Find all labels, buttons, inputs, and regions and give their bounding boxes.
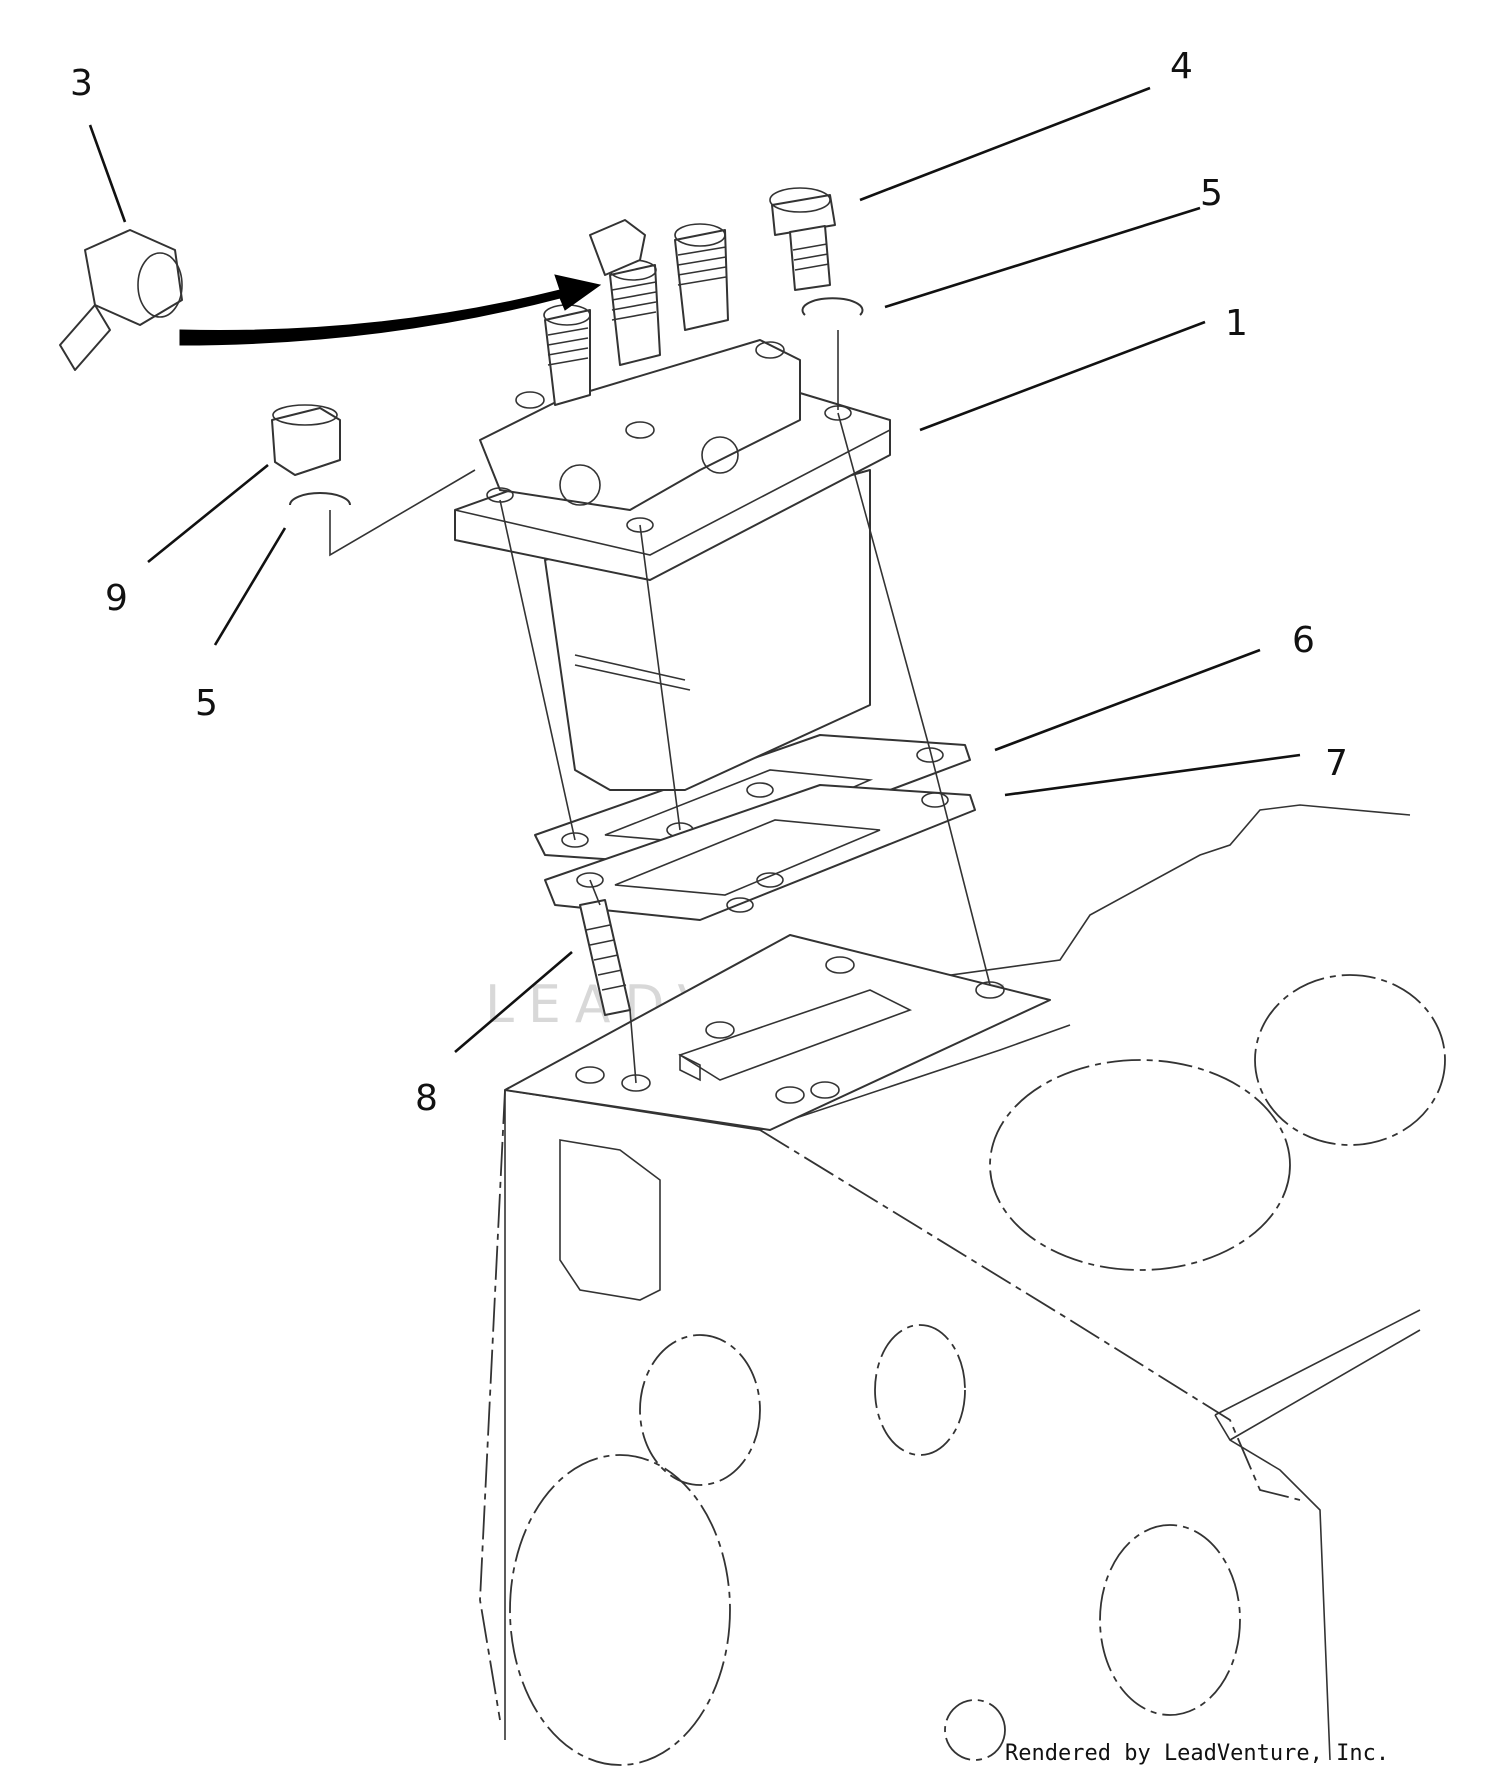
injection-pump xyxy=(454,219,891,791)
mounting-pad xyxy=(504,934,1051,1131)
alignment-lines xyxy=(329,330,991,1084)
engine-block xyxy=(479,804,1446,1766)
callout-9: 9 xyxy=(105,578,128,619)
callout-5-top: 5 xyxy=(1200,173,1223,214)
callout-1: 1 xyxy=(1225,303,1248,344)
callout-3: 3 xyxy=(70,63,93,104)
bolt-4 xyxy=(769,187,836,291)
callout-6: 6 xyxy=(1292,620,1315,661)
callout-5-left: 5 xyxy=(195,683,218,724)
assembly-arrow xyxy=(179,274,602,346)
callout-7: 7 xyxy=(1325,743,1348,784)
cap-nut-9 xyxy=(271,404,341,476)
washer-5-top xyxy=(801,297,864,316)
credit-text: Rendered by LeadVenture, Inc. xyxy=(1005,1741,1389,1766)
washer-5-left xyxy=(289,492,351,506)
fitting-3 xyxy=(59,229,183,371)
gasket-7 xyxy=(544,784,976,921)
callout-8: 8 xyxy=(415,1078,438,1119)
leader-lines xyxy=(88,86,1301,1053)
callout-4: 4 xyxy=(1170,46,1193,87)
